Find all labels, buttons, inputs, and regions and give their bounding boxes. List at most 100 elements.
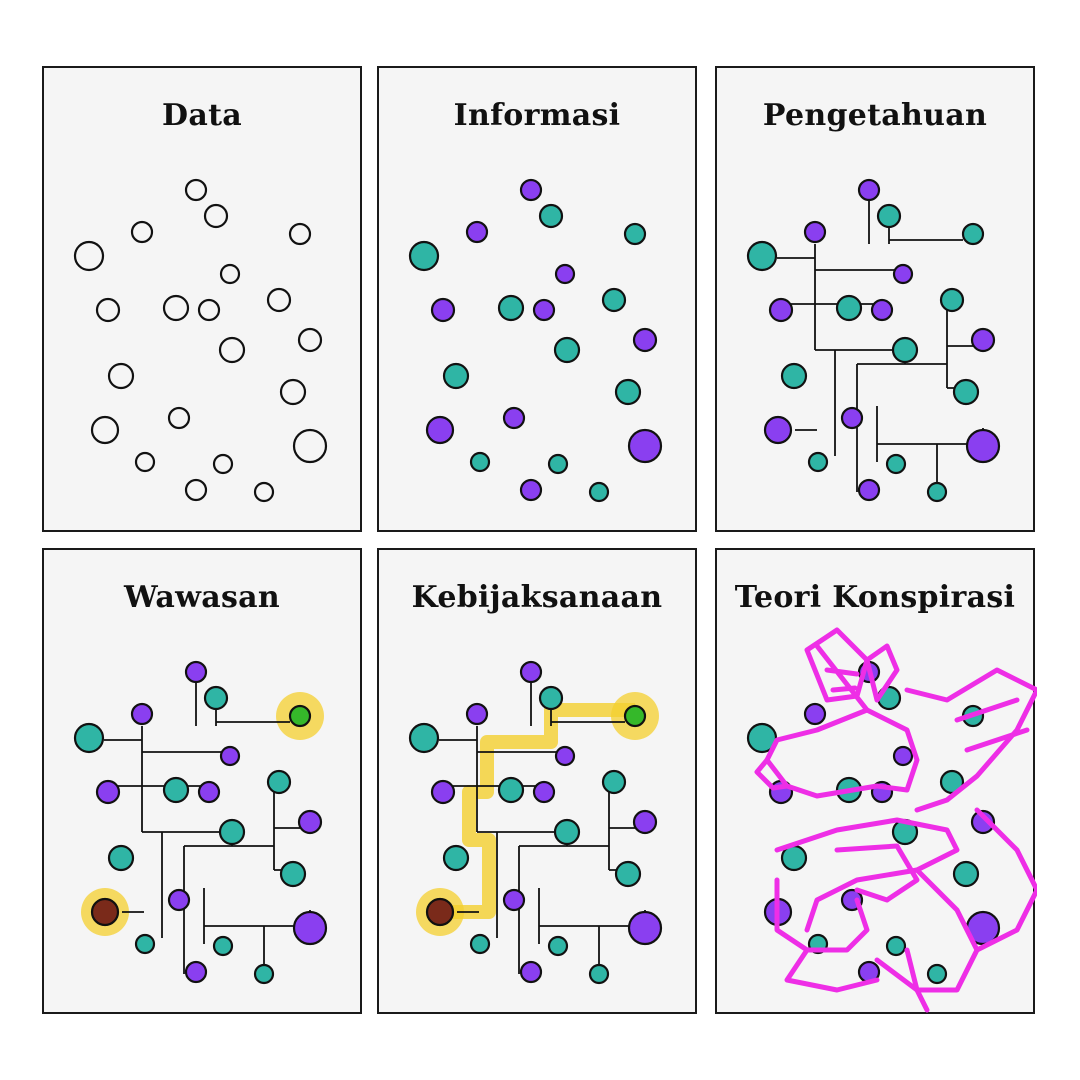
network-node [521,180,541,200]
network-node [625,706,645,726]
network-node [521,962,541,982]
network-node [444,846,468,870]
network-node [954,380,978,404]
network-node [205,687,227,709]
network-node [590,965,608,983]
network-node [616,862,640,886]
network-node [221,747,239,765]
network-node [499,778,523,802]
network-node [132,704,152,724]
empty-dot [221,265,239,283]
unicorn-doodle-over-network [717,550,1037,1016]
network-node [842,408,862,428]
network-node [590,483,608,501]
network-node [467,704,487,724]
network-node [878,205,900,227]
network-node [199,782,219,802]
network-node [805,222,825,242]
network-node [837,296,861,320]
empty-dot [205,205,227,227]
network-node [97,781,119,803]
empty-dot [294,430,326,462]
network-node [432,299,454,321]
network-node [299,811,321,833]
network-node [499,296,523,320]
network-node [887,455,905,473]
network-node [540,687,562,709]
network-node [294,912,326,944]
network-node [634,811,656,833]
network-node [92,899,118,925]
network-node [268,771,290,793]
panel-informasi: Informasi [377,66,697,532]
empty-dot [220,338,244,362]
network-node [872,300,892,320]
unicorn-stroke [907,670,1037,810]
network-node [634,329,656,351]
network-node [887,937,905,955]
network-node [555,338,579,362]
network-node [629,430,661,462]
network-node [549,455,567,473]
network-node [629,912,661,944]
network-node [109,846,133,870]
unicorn-stroke [787,950,927,1010]
network-node [967,430,999,462]
network-node [603,289,625,311]
network-node [770,299,792,321]
network-node [549,937,567,955]
network-node [859,480,879,500]
network-node [534,300,554,320]
network-node [534,782,554,802]
network-node [616,380,640,404]
empty-dot [136,453,154,471]
empty-dot [290,224,310,244]
empty-dot [132,222,152,242]
empty-dot [268,289,290,311]
empty-dot [281,380,305,404]
empty-dot [186,180,206,200]
network-node [556,265,574,283]
network-node [894,747,912,765]
network-node [809,453,827,471]
network-node [782,364,806,388]
network-node [625,224,645,244]
empty-dot [97,299,119,321]
network-node [540,205,562,227]
empty-dot [214,455,232,473]
network-node [471,935,489,953]
network-node [169,890,189,910]
network-node [555,820,579,844]
network-with-highlighted-endpoints [44,550,364,1016]
network-node [444,364,468,388]
panel-wawasan: Wawasan [42,548,362,1014]
network-node [467,222,487,242]
network-node [136,935,154,953]
network-node [954,862,978,886]
network-node [521,662,541,682]
network-node [748,242,776,270]
empty-dot [299,329,321,351]
scattered-dots-diagram [44,68,364,534]
network-node [410,242,438,270]
panel-data: Data [42,66,362,532]
empty-dot [109,364,133,388]
network-node [521,480,541,500]
network-with-highlighted-path [379,550,699,1016]
network-node [214,937,232,955]
network-node [765,417,791,443]
network-node [255,965,273,983]
network-node [859,180,879,200]
empty-dot [169,408,189,428]
network-node [186,662,206,682]
network-node [427,417,453,443]
colored-dots-diagram [379,68,699,534]
network-node [963,224,983,244]
network-node [556,747,574,765]
network-node [928,965,946,983]
panel-kebijaksanaan: Kebijaksanaan [377,548,697,1014]
network-node [504,408,524,428]
network-node [471,453,489,471]
empty-dot [92,417,118,443]
panel-pengetahuan: Pengetahuan [715,66,1035,532]
